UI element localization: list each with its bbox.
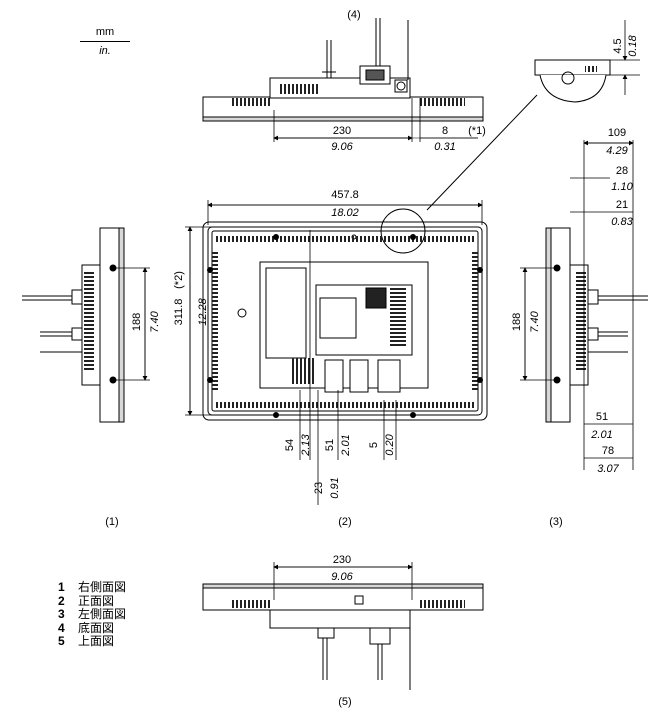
unit-mm: mm [95,26,115,38]
bottom-view [202,18,484,122]
unit-inch: in. [99,45,111,57]
dim-8-mm: 8 [442,125,448,137]
unit-separator [80,41,130,42]
dim-width-mm: 457.8 [331,189,359,201]
dim-28-mm: 28 [616,165,628,177]
dim-51-right-mm: 51 [596,411,608,423]
dim-28-in: 1.10 [611,181,633,193]
dim-4-5-in: 0.18 [627,34,639,56]
right-side-view [22,227,125,423]
unit-legend: mm in. [80,26,130,57]
dim-height-in: 12.28 [197,297,209,325]
dim-188-left-mm: 188 [511,313,523,331]
dim-230-top-mm: 230 [333,554,351,566]
dim-51-right-in: 2.01 [590,429,612,441]
view-label-5: (5) [338,696,351,708]
dim-230-top-in: 9.06 [331,571,353,583]
legend-item: 4 底面図 [58,620,115,635]
dim-23-mm: 23 [313,482,325,494]
dim-21-in: 0.83 [611,216,633,228]
dim-width-in: 18.02 [331,207,359,219]
note-1: (*1) [468,125,486,137]
view-label-4: (4) [347,9,360,21]
dim-78-mm: 78 [602,445,614,457]
dim-188-right-in: 7.40 [149,310,161,332]
view-label-2: (2) [338,516,351,528]
detail-view [426,20,640,211]
dim-109-in: 4.29 [606,145,627,157]
view-label-3: (3) [549,516,562,528]
top-view [202,583,484,690]
dim-23-in: 0.91 [329,477,341,498]
front-view [202,208,488,421]
dim-height-mm: 311.8 [173,299,185,326]
view-legend: 1 右側面図 2 正面図 3 左側面図 4 底面図 5 上面図 [58,580,127,649]
dim-4-5-mm: 4.5 [612,38,624,53]
legend-item: 1 右側面図 [58,580,127,594]
front-mount-holes [207,234,483,418]
dim-54-mm: 54 [284,439,296,451]
dim-21-mm: 21 [616,199,628,211]
dim-8-in: 0.31 [434,141,455,153]
view-label-1: (1) [105,516,118,528]
dim-51-mm: 51 [324,439,336,451]
legend-item: 3 左側面図 [58,607,127,622]
dim-51-in: 2.01 [340,434,352,456]
dim-78-in: 3.07 [597,463,619,475]
dim-5-mm: 5 [368,442,380,448]
note-2: (*2) [173,271,185,289]
dim-188-left-in: 7.40 [529,310,541,332]
dim-5-in: 0.20 [384,433,396,455]
dim-230-bottom-in: 9.06 [331,141,353,153]
legend-item: 5 上面図 [58,634,115,649]
dim-188-right-mm: 188 [131,313,143,331]
dim-54-in: 2.13 [300,433,312,456]
dim-230-bottom-mm: 230 [333,125,351,137]
dim-109-mm: 109 [608,127,626,139]
legend-item: 2 正面図 [58,593,115,608]
